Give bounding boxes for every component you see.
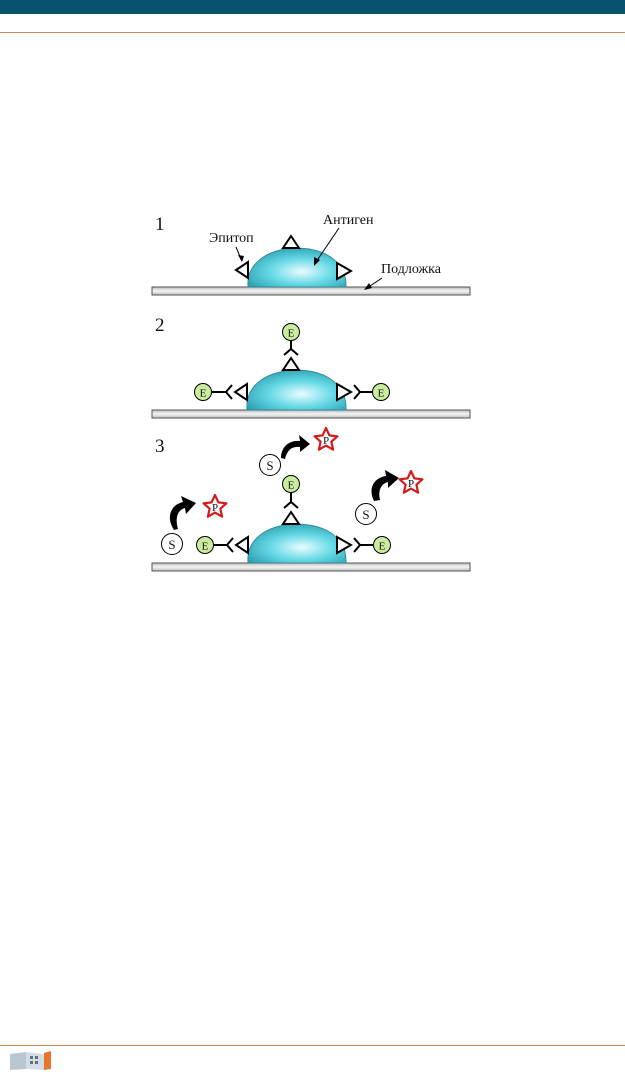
- substrate-letter: S: [266, 458, 273, 473]
- epitope-triangle-right: [336, 261, 354, 281]
- epitope-triangle-top: [281, 356, 301, 371]
- enzyme-label: E: [378, 388, 385, 400]
- panel-1-number: 1: [155, 214, 165, 235]
- panel-3: 3 E E E S: [151, 426, 471, 572]
- footer-rule: [0, 1045, 625, 1046]
- antibody-enzyme-left: E: [196, 536, 234, 554]
- substrate-letter: S: [362, 507, 369, 522]
- enzyme-circle-icon: [282, 323, 300, 341]
- product-letter: P: [212, 502, 218, 514]
- curved-arrow-icon: [281, 435, 310, 459]
- substrate-slab: [151, 409, 471, 419]
- product-star-icon: [398, 469, 424, 494]
- enzyme-label: E: [202, 541, 209, 553]
- epitope-triangle-right: [336, 535, 354, 555]
- enzyme-circle-icon: [372, 383, 390, 401]
- enzyme-label: E: [288, 480, 295, 492]
- curved-arrow-icon: [371, 470, 399, 501]
- book-logo-icon: [10, 1051, 51, 1070]
- product-letter: P: [323, 435, 329, 447]
- antibody-enzyme-top: E: [282, 475, 300, 509]
- substrate-slab: [151, 562, 471, 572]
- panel-2-number: 2: [155, 315, 165, 336]
- antigen-label: Антиген: [323, 213, 374, 228]
- substrate-slab: [151, 286, 471, 296]
- product-letter: P: [408, 478, 414, 490]
- antibody-enzyme-left: E: [194, 383, 233, 401]
- header-rule: [0, 32, 625, 33]
- curved-arrow-icon: [169, 496, 196, 530]
- substrate-circle-icon: [355, 503, 377, 525]
- enzyme-label: E: [200, 388, 207, 400]
- antigen-blob: [247, 247, 347, 288]
- panel-1: 1 Эпитоп Антиген Подложка: [151, 213, 471, 296]
- reaction-left: S P: [161, 493, 228, 555]
- enzyme-circle-icon: [373, 536, 391, 554]
- reaction-right: S P: [355, 469, 424, 525]
- antibody-enzyme-top: E: [282, 323, 300, 356]
- antibody-enzyme-right: E: [353, 383, 390, 401]
- enzyme-label: E: [288, 328, 295, 340]
- substrate-label: Подложка: [381, 262, 442, 277]
- reaction-top: S P: [259, 426, 339, 476]
- epitope-triangle-top: [281, 510, 301, 525]
- product-star-icon: [313, 426, 339, 451]
- antigen-blob: [247, 523, 347, 564]
- epitope-triangle-left: [233, 382, 248, 402]
- antibody-enzyme-right: E: [353, 536, 391, 554]
- panel-3-number: 3: [155, 436, 165, 457]
- substrate-circle-icon: [161, 533, 183, 555]
- panel-2: 2 E E E: [151, 315, 471, 419]
- epitope-triangle-left: [234, 535, 249, 555]
- enzyme-circle-icon: [194, 383, 212, 401]
- antigen-arrow: [315, 227, 340, 263]
- substrate-letter: S: [168, 537, 175, 552]
- enzyme-circle-icon: [282, 475, 300, 493]
- epitope-triangle-top: [281, 234, 301, 249]
- top-bar: [0, 0, 625, 14]
- substrate-circle-icon: [259, 454, 281, 476]
- enzyme-circle-icon: [196, 536, 214, 554]
- product-star-icon: [202, 493, 228, 518]
- epitope-label: Эпитоп: [209, 231, 254, 246]
- antigen-blob: [246, 369, 347, 411]
- epitope-triangle-right: [336, 382, 354, 402]
- epitope-triangle-left: [234, 260, 249, 280]
- enzyme-label: E: [379, 541, 386, 553]
